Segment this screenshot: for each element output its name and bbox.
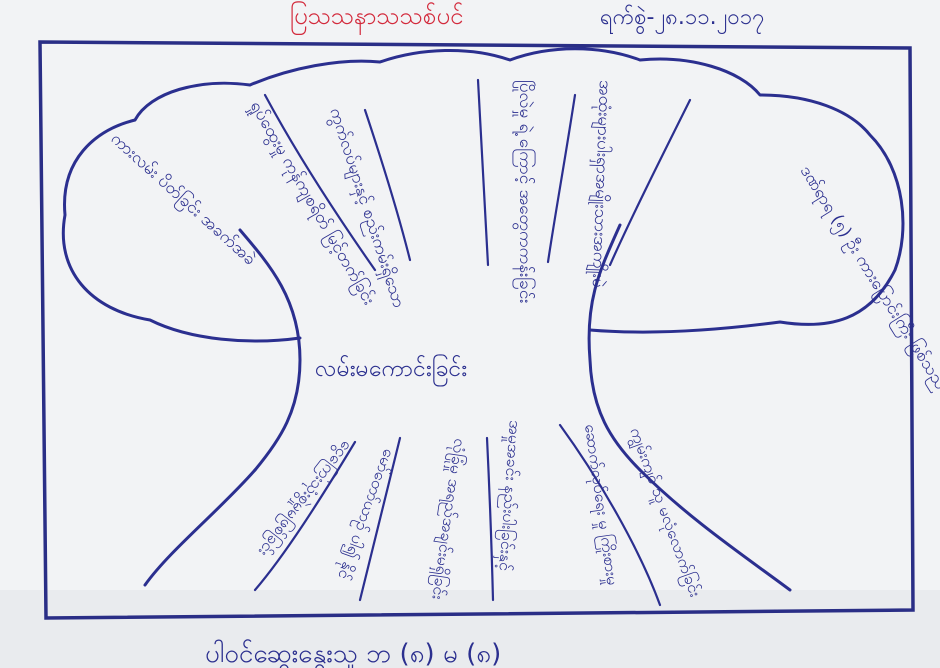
canopy-branch-line-4 — [546, 93, 577, 264]
root-branch-line-3 — [485, 436, 495, 602]
root-branch-line-1 — [253, 440, 357, 592]
root-branch-line-2 — [358, 436, 402, 602]
tree-canopy-outline — [61, 47, 905, 343]
canopy-branch-text-3: ပြိုလဲမှု ရဲ့ ကြောင့် အတွေကကန်းခြင်း — [512, 80, 537, 304]
paper-bottom-shadow — [0, 590, 940, 668]
root-branch-line-4 — [558, 423, 662, 607]
root-outline-right — [638, 468, 792, 592]
canopy-branch-line-3 — [476, 78, 490, 267]
canopy-branch-line-2 — [363, 108, 412, 262]
title-red: ပြသသနာသသစ်ပင် — [290, 0, 463, 35]
trunk-left-edge — [238, 228, 302, 472]
canopy-branch-line-1 — [263, 93, 377, 272]
root-outline-left — [143, 468, 257, 587]
date-text: ရက်စွဲ-၂၈.၁၁.၂၀၁၇ — [600, 4, 765, 35]
canopy-branch-line-5 — [608, 98, 692, 267]
page-frame — [38, 40, 915, 620]
footer-participants: ပါဝင်ဆွေးနွေးသူ ဘ (၈) မ (၈) — [205, 638, 501, 668]
trunk-right-edge — [587, 223, 642, 472]
trunk-label: လမ်းမကောင်းခြင်း — [315, 355, 467, 386]
